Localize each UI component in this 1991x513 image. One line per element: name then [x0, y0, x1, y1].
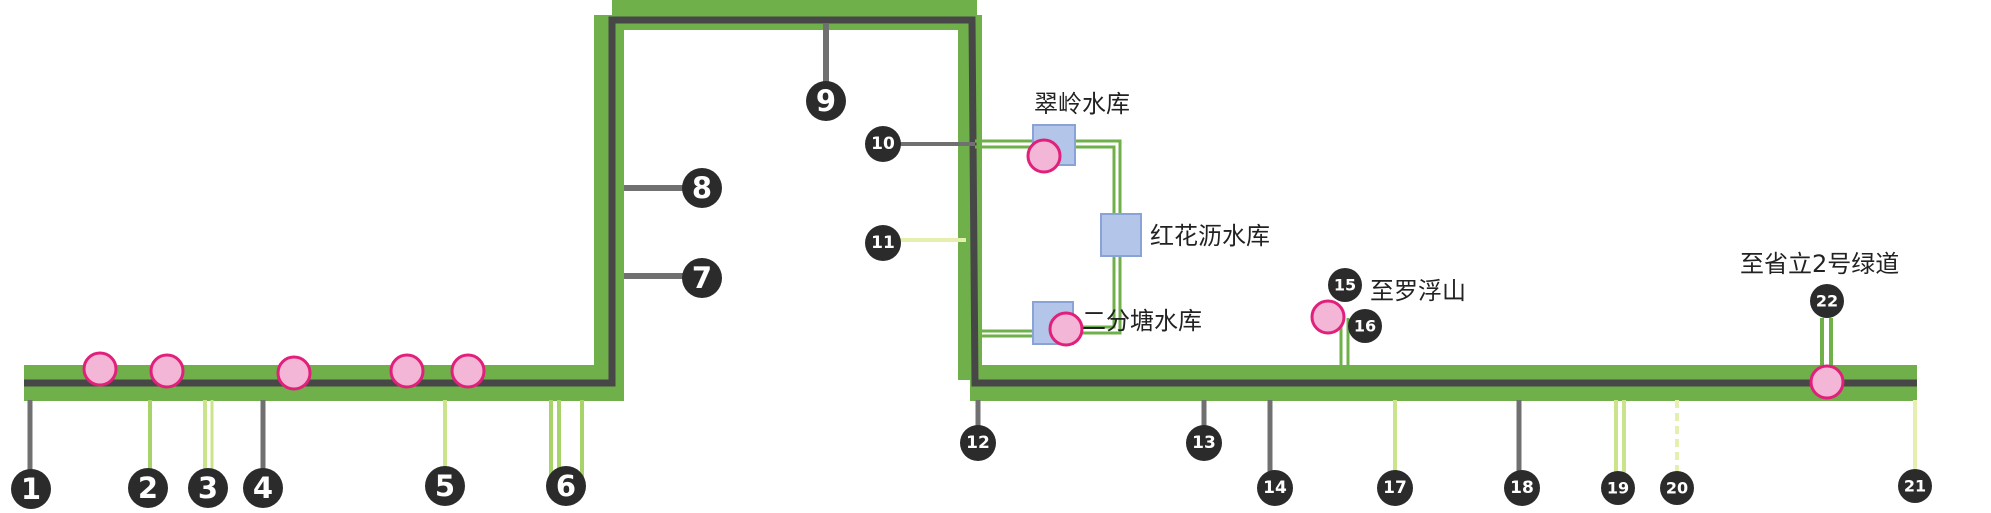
marker-circle [1504, 470, 1540, 506]
station-icon [276, 355, 312, 391]
label-erfentang: 二分塘水库 [1082, 307, 1202, 335]
marker-number: 4 [253, 471, 273, 505]
marker-circle [11, 469, 51, 509]
marker-circle [243, 468, 283, 508]
marker-7: 7 [682, 258, 722, 298]
station-icon [1310, 299, 1346, 335]
marker-6: 6 [546, 466, 586, 506]
marker-5: 5 [425, 466, 465, 506]
marker-number: 18 [1510, 478, 1534, 498]
marker-circle [960, 425, 996, 461]
marker-number: 1 [21, 472, 41, 506]
marker-14: 14 [1257, 470, 1293, 506]
marker-10: 10 [865, 126, 901, 162]
marker-8: 8 [682, 168, 722, 208]
marker-number: 12 [966, 433, 990, 453]
station-icon [149, 353, 185, 389]
marker-number: 9 [816, 84, 836, 118]
marker-number: 21 [1904, 477, 1926, 496]
marker-number: 19 [1607, 479, 1629, 498]
marker-circle [806, 81, 846, 121]
connector-22 [1820, 318, 1833, 370]
marker-number: 17 [1383, 478, 1407, 498]
marker-circle [1898, 469, 1932, 503]
stations [82, 138, 1845, 400]
marker-number: 3 [198, 471, 218, 505]
station-icon [1809, 364, 1845, 400]
marker-circle [188, 468, 228, 508]
marker-20: 20 [1660, 471, 1694, 505]
marker-circle [1601, 471, 1635, 505]
marker-circle [1186, 425, 1222, 461]
marker-number: 8 [692, 171, 712, 205]
trail-centerline [24, 16, 1917, 387]
marker-15: 15 [1328, 268, 1362, 302]
marker-number: 2 [138, 471, 158, 505]
marker-number: 5 [435, 469, 455, 503]
marker-circle [1348, 309, 1382, 343]
marker-number: 14 [1263, 478, 1287, 498]
label-luofushan: 至罗浮山 [1370, 277, 1466, 305]
marker-4: 4 [243, 468, 283, 508]
marker-3: 3 [188, 468, 228, 508]
marker-11: 11 [865, 225, 901, 261]
marker-circle [1810, 284, 1844, 318]
marker-circle [1377, 470, 1413, 506]
marker-number: 20 [1666, 479, 1688, 498]
marker-circle [865, 126, 901, 162]
marker-19: 19 [1601, 471, 1635, 505]
marker-number: 11 [871, 233, 895, 253]
marker-21: 21 [1898, 469, 1932, 503]
marker-22: 22 [1810, 284, 1844, 318]
marker-number: 7 [692, 261, 712, 295]
marker-number: 22 [1816, 292, 1838, 311]
greenway-top-segment [612, 0, 977, 30]
marker-number: 15 [1334, 276, 1356, 295]
station-icon [82, 351, 118, 387]
marker-17: 17 [1377, 470, 1413, 506]
station-icon [389, 353, 425, 389]
station-icon [450, 353, 486, 389]
marker-circle [865, 225, 901, 261]
marker-circle [425, 466, 465, 506]
label-cuiling: 翠岭水库 [1034, 90, 1130, 118]
marker-18: 18 [1504, 470, 1540, 506]
marker-circle [682, 168, 722, 208]
marker-9: 9 [806, 81, 846, 121]
marker-circle [546, 466, 586, 506]
marker-circle [128, 468, 168, 508]
marker-circle [1328, 268, 1362, 302]
marker-number: 10 [871, 134, 895, 154]
marker-circle [1660, 471, 1694, 505]
label-greenway2: 至省立2号绿道 [1740, 250, 1899, 278]
reservoir-honghuali-icon [1100, 213, 1142, 257]
station-icon [1048, 311, 1084, 347]
marker-16: 16 [1348, 309, 1382, 343]
marker-12: 12 [960, 425, 996, 461]
marker-number: 6 [556, 469, 576, 503]
marker-circle [1257, 470, 1293, 506]
marker-number: 16 [1354, 317, 1376, 336]
label-honghuali: 红花沥水库 [1150, 222, 1270, 250]
marker-2: 2 [128, 468, 168, 508]
marker-13: 13 [1186, 425, 1222, 461]
station-icon [1026, 138, 1062, 174]
place-labels: 翠岭水库 红花沥水库 二分塘水库 至罗浮山 至省立2号绿道 [1034, 90, 1899, 335]
marker-1: 1 [11, 469, 51, 509]
marker-number: 13 [1192, 433, 1216, 453]
marker-circle [682, 258, 722, 298]
